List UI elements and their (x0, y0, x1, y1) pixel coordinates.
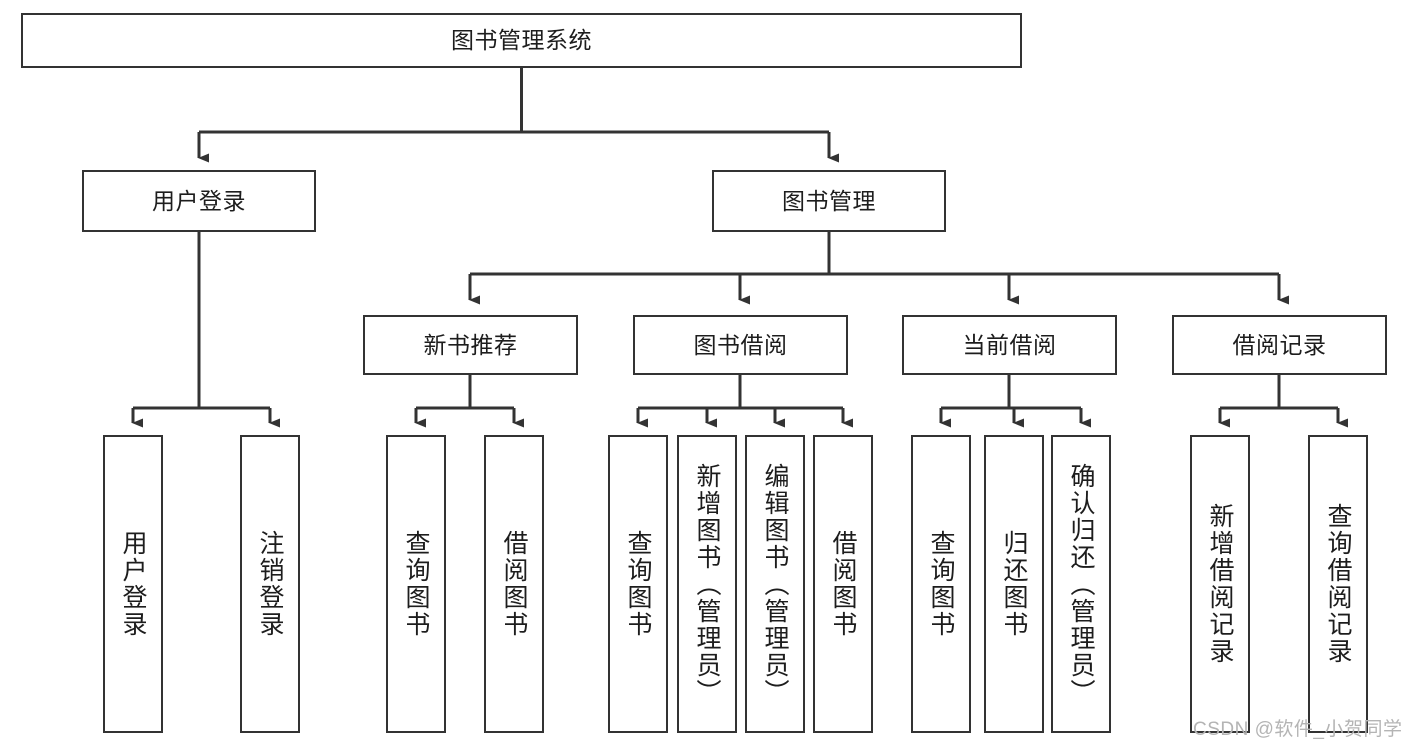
node-new-book-rec[interactable]: 新书推荐 (363, 315, 578, 375)
leaf-add-record[interactable]: 新增借阅记录 (1190, 435, 1250, 733)
csdn-watermark: CSDN @软件_小贺同学 (1193, 719, 1403, 740)
node-book-borrow-label: 图书借阅 (693, 331, 788, 358)
leaf-return-book[interactable]: 归还图书 (984, 435, 1044, 733)
node-user-login-label: 用户登录 (152, 187, 246, 214)
leaf-add-record-label: 新增借阅记录 (1206, 503, 1234, 665)
leaf-query-book-1-label: 查询图书 (402, 530, 430, 638)
leaf-user-login[interactable]: 用户登录 (103, 435, 163, 733)
node-book-borrow[interactable]: 图书借阅 (633, 315, 848, 375)
leaf-query-book-2[interactable]: 查询图书 (608, 435, 668, 733)
leaf-return-book-label: 归还图书 (1000, 530, 1028, 638)
node-root[interactable]: 图书管理系统 (21, 13, 1022, 68)
leaf-query-record-label: 查询借阅记录 (1324, 503, 1352, 665)
leaf-borrow-book-1-label: 借阅图书 (500, 530, 528, 638)
leaf-borrow-book-1[interactable]: 借阅图书 (484, 435, 544, 733)
leaf-add-book[interactable]: 新增图书（管理员） (677, 435, 737, 733)
leaf-query-book-3[interactable]: 查询图书 (911, 435, 971, 733)
leaf-edit-book[interactable]: 编辑图书（管理员） (745, 435, 805, 733)
leaf-add-book-label: 新增图书（管理员） (693, 462, 721, 706)
node-borrow-record[interactable]: 借阅记录 (1172, 315, 1387, 375)
node-root-label: 图书管理系统 (451, 27, 592, 54)
node-book-manage[interactable]: 图书管理 (712, 170, 946, 232)
node-book-manage-label: 图书管理 (782, 187, 876, 214)
leaf-query-record[interactable]: 查询借阅记录 (1308, 435, 1368, 733)
node-current-borrow-label: 当前借阅 (962, 331, 1057, 358)
leaf-edit-book-label: 编辑图书（管理员） (761, 462, 789, 706)
leaf-query-book-2-label: 查询图书 (624, 530, 652, 638)
leaf-confirm-return-label: 确认归还（管理员） (1067, 462, 1095, 706)
node-borrow-record-label: 借阅记录 (1232, 331, 1327, 358)
leaf-user-login-label: 用户登录 (119, 530, 147, 638)
leaf-borrow-book-2-label: 借阅图书 (829, 530, 857, 638)
node-new-book-rec-label: 新书推荐 (423, 331, 518, 358)
leaf-query-book-3-label: 查询图书 (927, 530, 955, 638)
node-user-login[interactable]: 用户登录 (82, 170, 316, 232)
leaf-logout-label: 注销登录 (256, 530, 284, 638)
node-current-borrow[interactable]: 当前借阅 (902, 315, 1117, 375)
leaf-borrow-book-2[interactable]: 借阅图书 (813, 435, 873, 733)
leaf-logout[interactable]: 注销登录 (240, 435, 300, 733)
leaf-confirm-return[interactable]: 确认归还（管理员） (1051, 435, 1111, 733)
leaf-query-book-1[interactable]: 查询图书 (386, 435, 446, 733)
